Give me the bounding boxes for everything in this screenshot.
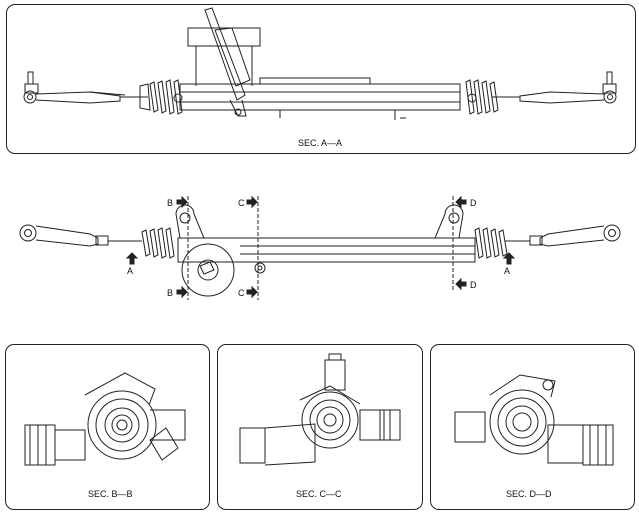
cut-label-b-bottom: B [167,288,173,298]
section-dd-drawing [454,374,614,466]
cut-label-b-top: B [167,198,173,208]
section-bb-drawing [24,372,186,466]
section-dd-panel [430,344,635,510]
section-cc-drawing [239,353,401,466]
section-aa-caption: SEC. A—A [298,138,343,148]
section-cc-panel [217,344,423,510]
section-dd-caption: SEC. D—D [506,489,552,499]
rack-assembly-side-view [23,7,617,120]
cut-label-a-left: A [127,266,133,276]
section-bb-caption: SEC. B—B [88,489,133,499]
section-aa-panel [6,4,636,154]
section-cc-caption: SEC. C—C [296,489,342,499]
cut-plane-markers [125,195,516,300]
cut-label-c-top: C [238,198,245,208]
cut-label-d-bottom: D [470,280,477,290]
cut-label-d-top: D [470,198,477,208]
cut-label-c-bottom: C [238,288,245,298]
cut-label-a-right: A [504,266,510,276]
rack-assembly-plan-view [19,204,621,297]
section-bb-panel [5,344,210,510]
